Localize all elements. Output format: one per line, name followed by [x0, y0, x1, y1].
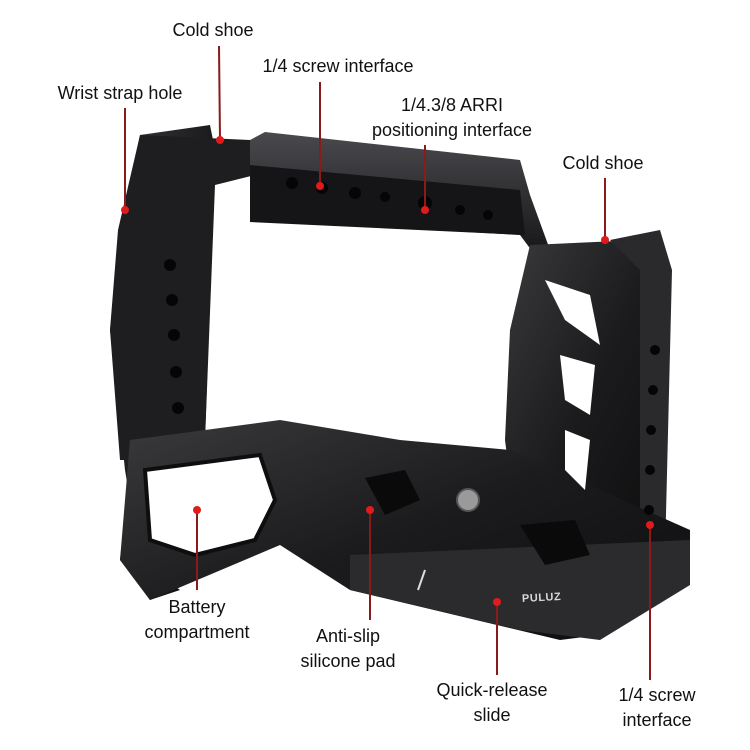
label-arri-line1: 1/4.3/8 ARRI — [400, 95, 504, 115]
label-slide-line2: slide — [473, 705, 511, 725]
label-screw-side: 1/4 screw interface — [618, 683, 695, 733]
label-battery-line1: Battery — [168, 597, 226, 617]
callout-dots — [121, 136, 654, 606]
callout-lines — [124, 45, 651, 680]
label-slide: Quick-release slide — [436, 678, 547, 728]
label-arri: 1/4.3/8 ARRI positioning interface — [372, 93, 532, 143]
label-pad-line1: Anti-slip — [315, 626, 381, 646]
label-battery-line2: compartment — [144, 622, 250, 642]
silicone-pad — [365, 470, 420, 515]
label-cold-shoe-right: Cold shoe — [562, 153, 644, 173]
label-slide-line1: Quick-release — [436, 680, 548, 700]
label-battery: Battery compartment — [144, 595, 249, 645]
label-screw-side-line1: 1/4 screw — [618, 685, 696, 705]
label-arri-line2: positioning interface — [371, 120, 533, 140]
label-wrist-strap: Wrist strap hole — [57, 83, 183, 103]
label-cold-shoe-left: Cold shoe — [172, 20, 254, 40]
tripod-screw — [456, 488, 480, 512]
label-pad: Anti-slip silicone pad — [300, 624, 395, 674]
brand-logo: PULUZ — [521, 590, 562, 606]
label-pad-line2: silicone pad — [300, 651, 396, 671]
label-screw-side-line2: interface — [622, 710, 692, 730]
label-screw-top: 1/4 screw interface — [262, 56, 414, 76]
